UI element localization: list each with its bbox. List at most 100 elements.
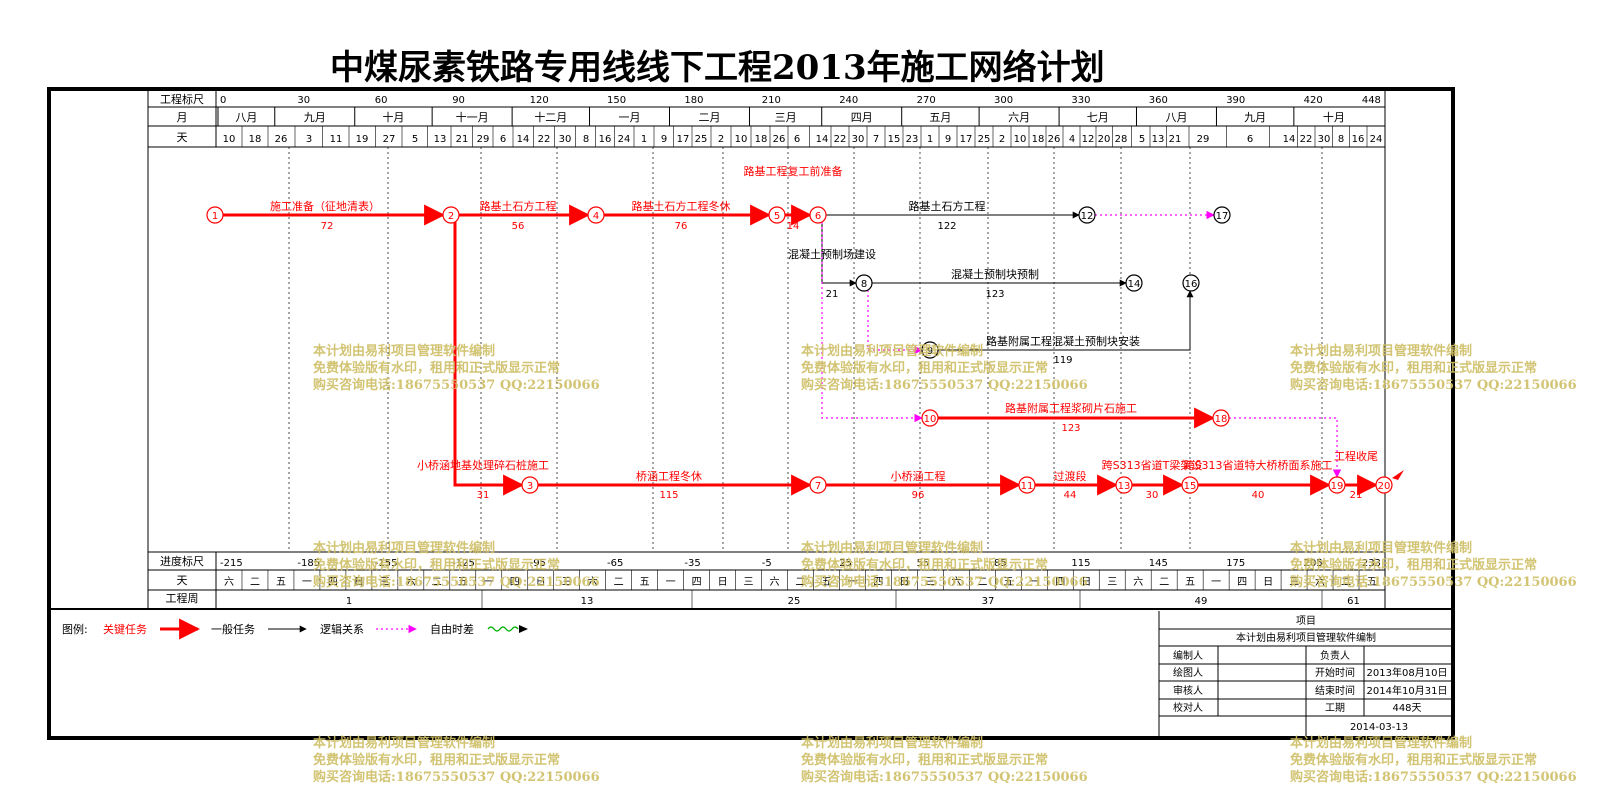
weekday-label: 五: [458, 577, 468, 588]
progress-tick: 145: [1149, 558, 1168, 569]
event-node: [1213, 206, 1231, 224]
day-label: 22: [538, 134, 551, 145]
month-label: 三月: [775, 111, 797, 124]
progress-tick: -65: [607, 558, 623, 569]
weekday-label: 一: [1029, 577, 1039, 588]
weekday-label: 三: [925, 577, 935, 588]
weekday-label: 四: [328, 577, 338, 588]
day-label: 29: [477, 134, 490, 145]
day-label: 6: [500, 134, 506, 145]
progress-tick: 55: [917, 558, 930, 569]
top-scale-tick: 390: [1226, 95, 1245, 106]
day-label: 25: [695, 134, 708, 145]
day-label: 20: [1098, 134, 1111, 145]
progress-tick: -95: [530, 558, 546, 569]
day-label: 5: [1139, 134, 1145, 145]
weekday-label: 六: [1315, 576, 1325, 588]
task-duration: 119: [1053, 355, 1072, 366]
event-node-number: 9: [927, 346, 933, 357]
month-label: 七月: [1087, 111, 1109, 124]
month-label: 四月: [851, 111, 873, 124]
label-station: 工程标尺: [160, 92, 204, 106]
event-node: [1182, 274, 1200, 292]
event-node: [587, 206, 605, 224]
legend-float-arrowhead: [519, 625, 528, 633]
progress-tick: 175: [1226, 558, 1245, 569]
info-reviewer: 审核人: [1173, 684, 1203, 697]
day-label: 22: [834, 134, 847, 145]
task-duration: 72: [321, 221, 334, 232]
event-node-number: 18: [1215, 414, 1228, 425]
outer-frame: [47, 87, 1455, 740]
day-label: 22: [1300, 134, 1313, 145]
event-node: [1328, 476, 1346, 494]
week-label: 1: [346, 596, 352, 607]
day-label: 14: [517, 134, 530, 145]
legend-logic: 逻辑关系: [320, 622, 364, 636]
task-arrow: [1229, 417, 1342, 478]
top-scale-tick: 300: [994, 95, 1013, 106]
month-label: 五月: [929, 111, 951, 124]
top-scale-tick: 120: [530, 95, 549, 106]
weekday-label: 六: [1133, 576, 1143, 588]
progress-tick: -185: [297, 558, 320, 569]
day-label: 2: [999, 134, 1005, 145]
event-node-number: 17: [1216, 211, 1229, 222]
task-duration: 56: [512, 221, 525, 232]
event-node-number: 16: [1185, 279, 1198, 290]
day-label: 28: [1115, 134, 1128, 145]
week-label: 61: [1347, 596, 1360, 607]
progress-tick: -215: [220, 558, 243, 569]
event-node-number: 19: [1331, 481, 1344, 492]
month-label: 九月: [304, 111, 326, 124]
day-label: 9: [661, 134, 667, 145]
event-node: [1181, 476, 1199, 494]
day-label: 26: [1048, 134, 1061, 145]
task-duration: 123: [985, 289, 1004, 300]
task-name: 路基土石方工程: [909, 199, 986, 213]
day-label: 23: [906, 134, 919, 145]
day-label: 13: [434, 134, 447, 145]
task-arrows: [223, 204, 1404, 496]
day-label: 14: [1283, 134, 1296, 145]
month-label: 十月: [382, 110, 404, 124]
weekday-label: 四: [1237, 577, 1247, 588]
week-label: 49: [1195, 596, 1208, 607]
task-name: 路基土石方工程冬休: [632, 199, 731, 213]
week-label: 37: [982, 596, 995, 607]
top-scale-tick: 30: [297, 95, 310, 106]
progress-tick: 205: [1304, 558, 1323, 569]
day-label: 10: [1014, 134, 1027, 145]
progress-tick: 85: [994, 558, 1007, 569]
day-label: 10: [735, 134, 748, 145]
day-label: 8: [1338, 134, 1344, 145]
info-drawer: 绘图人: [1173, 666, 1203, 679]
day-label: 10: [223, 134, 236, 145]
progress-tick: -35: [684, 558, 700, 569]
top-scale-tick: 270: [917, 95, 936, 106]
day-label: 19: [356, 134, 369, 145]
top-scale-tick: 360: [1149, 95, 1168, 106]
weekday-label: 四: [692, 577, 702, 588]
weekday-label: 三: [744, 577, 754, 588]
event-node: [921, 409, 939, 427]
label-month: 月: [177, 111, 188, 124]
info-start-label: 开始时间: [1315, 666, 1355, 679]
task-duration: 30: [1146, 490, 1159, 501]
day-label: 30: [1318, 134, 1331, 145]
task-arrow: [938, 290, 1194, 351]
weekday-label: 六: [588, 576, 598, 588]
day-label: 5: [412, 134, 418, 145]
event-node-number: 8: [861, 279, 867, 290]
weekday-label: 六: [406, 576, 416, 588]
legend-normal: 一般任务: [211, 623, 255, 636]
task-duration: 96: [912, 490, 925, 501]
top-scale-tick: 240: [839, 95, 858, 106]
label-progress: 进度标尺: [160, 554, 204, 568]
label-day: 天: [177, 131, 188, 144]
event-node-number: 5: [774, 211, 780, 222]
month-label: 八月: [235, 111, 257, 124]
